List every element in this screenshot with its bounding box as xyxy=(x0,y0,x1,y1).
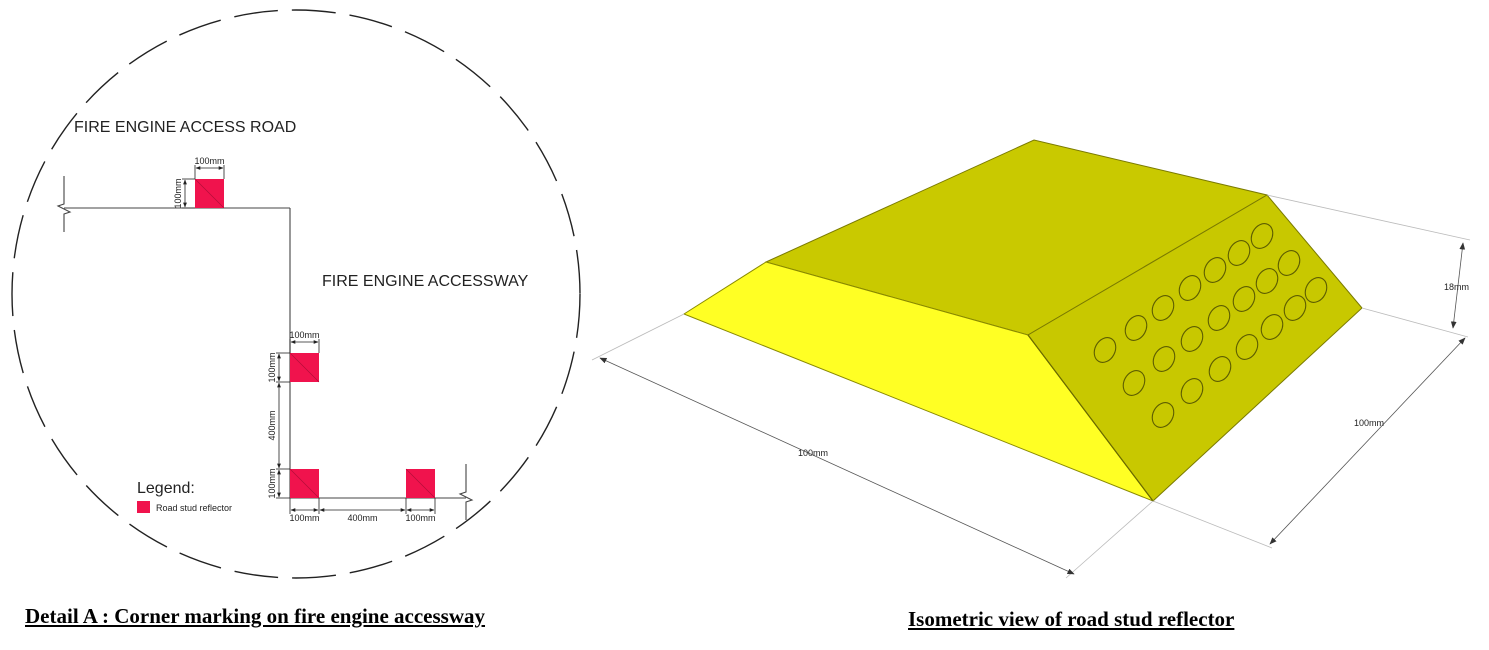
dim-gap-horizontal-label: 400mm xyxy=(347,513,377,523)
dim-bottom-height xyxy=(276,469,290,499)
legend-swatch xyxy=(137,501,150,513)
dim-mid-height-label: 100mm xyxy=(267,352,277,382)
dim-top-height-label: 100mm xyxy=(173,178,183,208)
road-edge-lines xyxy=(56,176,474,520)
dim-iso-width-label: 100mm xyxy=(1354,418,1384,428)
isometric-stud: 100mm 100mm 18mm xyxy=(591,139,1471,579)
detail-circle xyxy=(11,9,581,579)
dim-mid-width xyxy=(289,339,320,353)
accessway-label: FIRE ENGINE ACCESSWAY xyxy=(322,273,529,290)
caption-detail-a: Detail A : Corner marking on fire engine… xyxy=(25,604,486,628)
road-label: FIRE ENGINE ACCESS ROAD xyxy=(74,119,296,136)
dim-iso-length xyxy=(591,313,1154,579)
dim-iso-width xyxy=(1152,307,1469,549)
dim-top-height xyxy=(182,178,195,209)
dim-top-width xyxy=(194,165,225,179)
dim-mid-width-label: 100mm xyxy=(289,330,319,340)
dim-mid-height xyxy=(276,352,290,383)
caption-isometric: Isometric view of road stud reflector xyxy=(908,607,1235,631)
dim-bottom-height-label: 100mm xyxy=(267,468,277,498)
legend-item-label: Road stud reflector xyxy=(156,503,232,513)
dim-iso-length-label: 100mm xyxy=(798,448,828,458)
dim-bottom-width-left-label: 100mm xyxy=(289,513,319,523)
stud-marker-top xyxy=(194,178,225,209)
stud-marker-bottom-right xyxy=(405,468,436,499)
dim-gap-vertical xyxy=(276,382,290,470)
dim-iso-height-label: 18mm xyxy=(1444,282,1469,292)
detail-a: FIRE ENGINE ACCESS ROAD FIRE ENGINE ACCE… xyxy=(11,9,581,579)
dim-iso-height xyxy=(1266,194,1471,241)
dim-gap-vertical-label: 400mm xyxy=(267,410,277,440)
dim-bottom-horizontal xyxy=(289,498,436,514)
legend-title: Legend: xyxy=(137,480,195,497)
stud-marker-middle xyxy=(289,352,320,383)
stud-marker-bottom-left xyxy=(289,468,320,499)
dim-top-width-label: 100mm xyxy=(194,156,224,166)
legend: Legend: Road stud reflector xyxy=(137,480,232,513)
reflector-lenses xyxy=(1093,223,1328,428)
dim-bottom-width-right-label: 100mm xyxy=(405,513,435,523)
